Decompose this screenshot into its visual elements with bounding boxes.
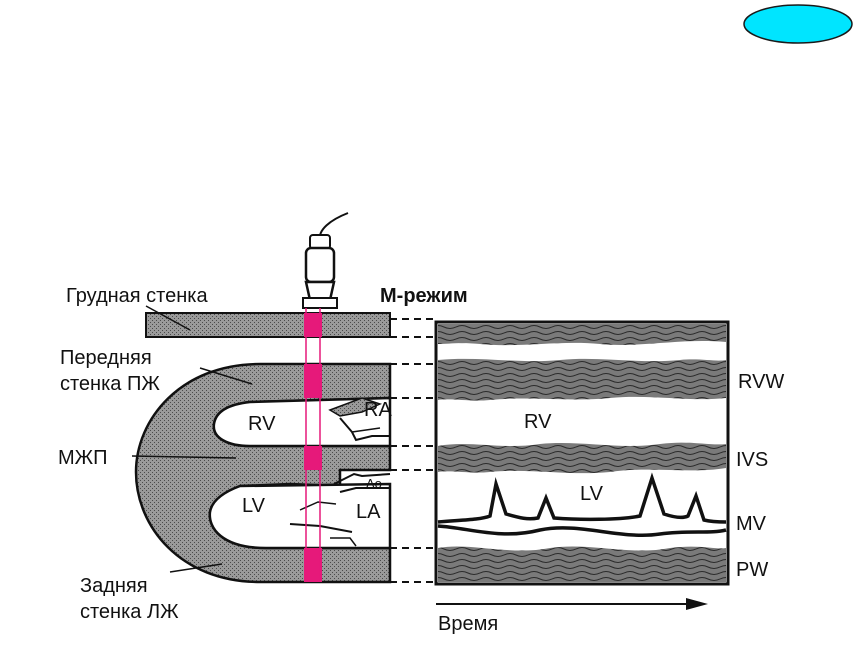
septum-label: МЖП: [58, 447, 108, 469]
mv-label: MV: [736, 513, 767, 535]
mmode-lv-label: LV: [580, 483, 604, 505]
ra-label: RA: [364, 399, 392, 421]
posterior-lv-wall-label-2: стенка ЛЖ: [80, 601, 179, 623]
ultrasound-probe-icon: [302, 212, 349, 309]
rv-label: RV: [248, 413, 276, 435]
mmode-rv-label: RV: [524, 411, 552, 433]
ao-label: Ao: [366, 476, 382, 491]
m-mode-title: М-режим: [380, 285, 468, 307]
chest-wall-label: Грудная стенка: [66, 285, 208, 307]
la-label: LA: [356, 501, 381, 523]
ultrasound-beam: [304, 308, 322, 582]
time-arrow-icon: [436, 598, 708, 610]
anterior-rv-wall-label-2: стенка ПЖ: [60, 373, 160, 395]
pw-label: PW: [736, 559, 768, 581]
posterior-lv-wall-label-1: Задняя: [80, 575, 148, 597]
m-mode-display: [434, 320, 730, 586]
ivs-label: IVS: [736, 449, 768, 471]
rvw-label: RVW: [738, 371, 784, 393]
badge-oval-icon: [743, 4, 853, 44]
dashed-connectors: [390, 318, 436, 583]
time-label: Время: [438, 613, 498, 635]
lv-label: LV: [242, 495, 266, 517]
anterior-rv-wall-label-1: Передняя: [60, 347, 152, 369]
chest-wall: [145, 312, 391, 338]
heart-outline: [134, 362, 392, 584]
leader-lines: [131, 305, 253, 573]
